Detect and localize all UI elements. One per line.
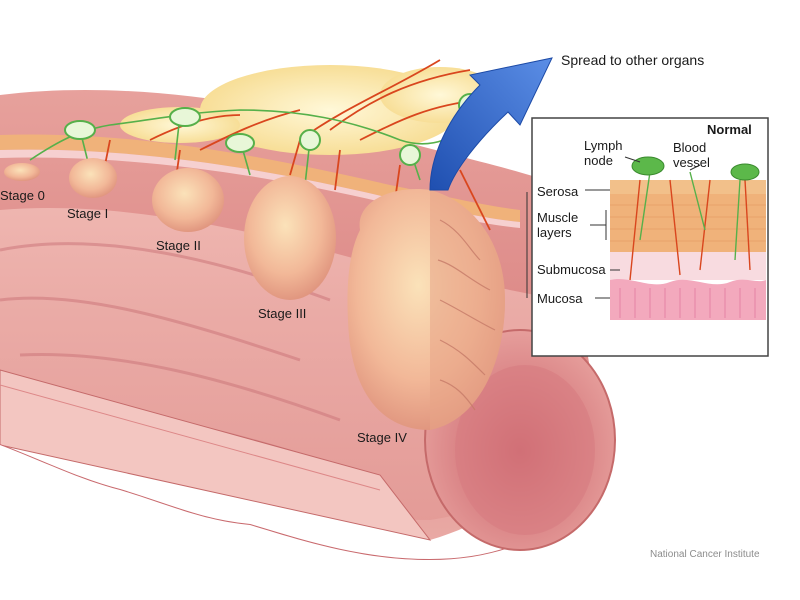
tumor-stage-3-icon: [244, 176, 336, 300]
inset-lymph-node-icon: [631, 156, 665, 176]
tumor-stage-2-icon: [152, 168, 224, 232]
submucosa-label: Submucosa: [537, 262, 606, 277]
stage-0-label: Stage 0: [0, 188, 45, 203]
cut-edge-lower: [0, 369, 432, 541]
stage-3-label: Stage III: [258, 306, 307, 321]
mucosa-label: Mucosa: [537, 291, 583, 306]
credit-text: National Cancer Institute: [650, 549, 760, 560]
blood-vessel-label: Blood vessel: [673, 140, 710, 170]
tumor-stage-1-icon: [69, 158, 117, 198]
lymph-node-icon: [64, 93, 482, 166]
stage-1-label: Stage I: [67, 206, 109, 221]
tumor-stage-0-icon: [4, 163, 40, 181]
stage-2-label: Stage II: [156, 238, 201, 253]
spread-arrow-icon: [429, 57, 553, 191]
normal-inset: [531, 117, 769, 357]
inset-title: Normal: [707, 122, 752, 137]
inset-lymph-node-icon: [730, 163, 760, 181]
lymph-node-label: Lymph node: [584, 138, 623, 168]
muscle-layers-label: Muscle layers: [537, 210, 579, 240]
stage-4-label: Stage IV: [357, 430, 407, 445]
tumor-stage-4-icon: [347, 189, 505, 430]
serosa-label: Serosa: [537, 184, 579, 199]
spread-label: Spread to other organs: [561, 52, 705, 68]
